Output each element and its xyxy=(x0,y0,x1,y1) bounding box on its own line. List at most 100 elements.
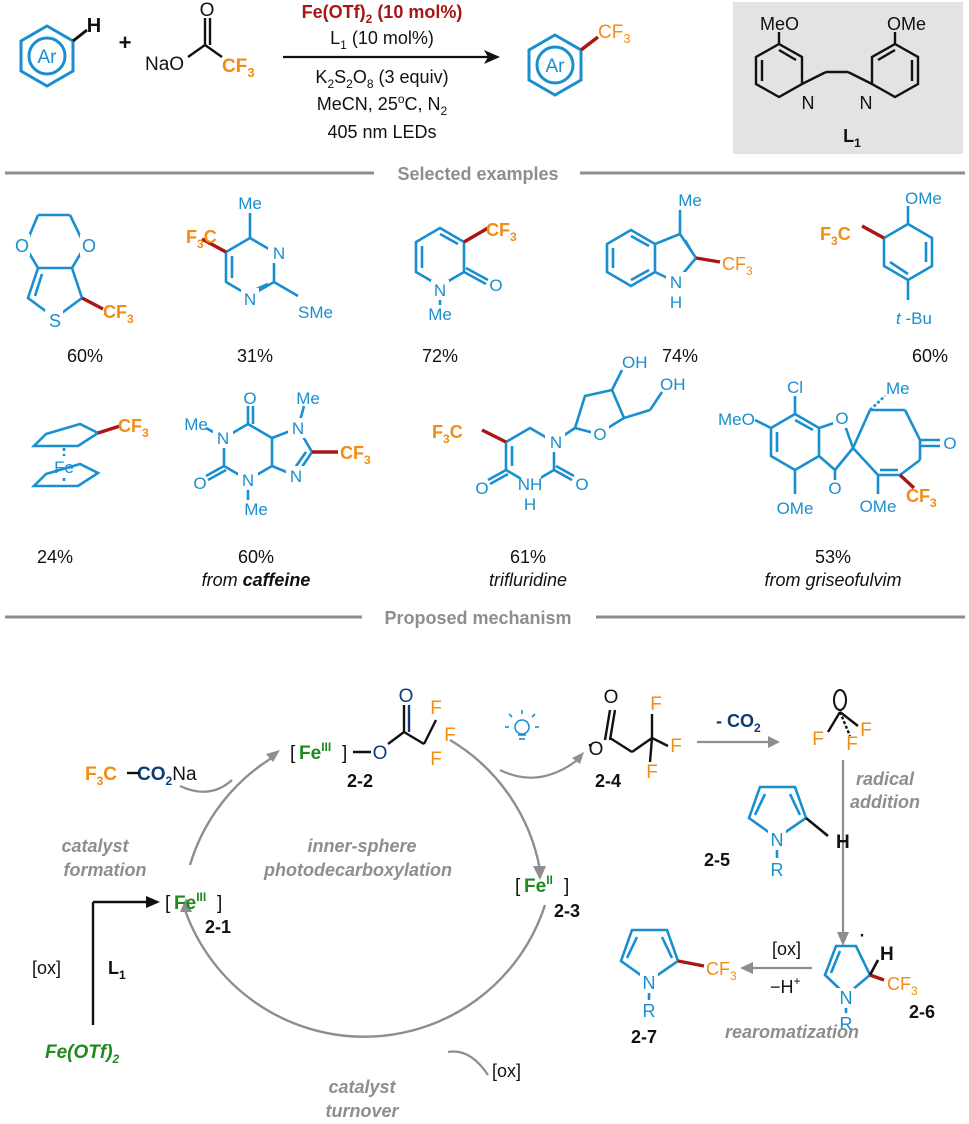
example-3-me: Me xyxy=(428,305,452,324)
section-examples-divider: Selected examples xyxy=(5,164,965,184)
example-4-me: Me xyxy=(678,191,702,210)
light-bulb-icon xyxy=(505,710,539,740)
fe-iii-2-1: FeIII xyxy=(174,890,206,914)
intermediate-2-6-radical: · xyxy=(858,921,866,948)
pyrrole-2-5-r: R xyxy=(771,860,784,880)
example-3-n: N xyxy=(434,281,446,300)
condition-light: 405 nm LEDs xyxy=(327,122,436,142)
example-7-o-top: O xyxy=(243,389,256,408)
rearomatization-label: rearomatization xyxy=(725,1022,859,1042)
arene-h-label: H xyxy=(87,15,101,37)
condition-solvent: MeCN, 25oC, N2 xyxy=(317,92,448,118)
example-9-cl: Cl xyxy=(787,378,803,397)
example-9-me: Me xyxy=(886,379,910,398)
cf3-radical-f-right: F xyxy=(860,720,872,741)
example-3-yield: 72% xyxy=(422,346,458,366)
example-7-yield: 60% xyxy=(238,547,274,567)
radical-addition-arrowhead xyxy=(837,932,849,946)
section-title-examples: Selected examples xyxy=(397,164,558,184)
example-2-sme: SMe xyxy=(298,303,333,322)
label-2-7: 2-7 xyxy=(631,1027,657,1047)
example-2-me: Me xyxy=(238,194,262,213)
catalyst-formation-arrowhead xyxy=(146,896,160,908)
example-4-cf3: CF3 xyxy=(722,254,753,278)
example-8-note: trifluridine xyxy=(489,570,567,590)
condition-oxidant: K2S2O8 (3 equiv) xyxy=(315,67,448,91)
catalyst-formation-label-2: formation xyxy=(64,860,147,880)
carbonyl-o-2-2: O xyxy=(399,686,414,707)
example-7-note: from caffeine xyxy=(202,570,311,590)
condition-catalyst: Fe(OTf)2 (10 mol%) xyxy=(302,2,463,26)
ligand-n-right: N xyxy=(860,93,873,113)
f-bottom-2-4: F xyxy=(646,762,658,783)
example-8-nh: NH xyxy=(518,475,543,494)
pyrrole-2-5-h: H xyxy=(836,832,850,853)
example-3-o: O xyxy=(489,276,502,295)
reagent-carbonyl-o: O xyxy=(200,0,215,21)
bracket-2-3-close: ] xyxy=(564,876,569,897)
intermediate-2-2: [ FeIII ] O O F F F 2-2 xyxy=(290,686,456,791)
inner-sphere-label-2: photodecarboxylation xyxy=(263,860,452,880)
turnover-ox-arrow xyxy=(447,1050,489,1076)
ligand-ome-right: OMe xyxy=(887,14,926,34)
example-9-ome-right: OMe xyxy=(860,497,897,516)
product-cf3: CF3 xyxy=(598,22,631,46)
example-1-s: S xyxy=(49,311,61,331)
example-8-oh-top: OH xyxy=(622,353,648,372)
example-8-n1: N xyxy=(550,433,562,452)
example-7-me1: Me xyxy=(184,415,208,434)
oxyl-o-2-4: O xyxy=(589,739,604,760)
example-7-n7: N xyxy=(292,419,304,438)
example-7-n9: N xyxy=(290,467,302,486)
example-8-yield: 61% xyxy=(510,547,546,567)
product-2-7-r: R xyxy=(643,1001,656,1021)
example-7-structure xyxy=(205,405,338,500)
bracket-2-1-close: ] xyxy=(217,893,222,914)
photo-arrow xyxy=(499,757,581,779)
carbonyl-o-2-4: O xyxy=(604,687,619,708)
f-top-2-2: F xyxy=(430,698,442,719)
radical-dot-2-4: · xyxy=(586,731,594,758)
carboxylate-o-2-2: O xyxy=(373,743,388,764)
example-5-f3c: F3C xyxy=(820,224,851,248)
product-2-7-cf3: CF3 xyxy=(706,959,737,983)
example-7-n3: N xyxy=(242,471,254,490)
example-4-structure xyxy=(605,210,721,288)
catalyst-turnover-label-2: turnover xyxy=(325,1101,399,1121)
plus-sign: + xyxy=(119,30,132,55)
f-bottom-2-2: F xyxy=(430,749,442,770)
example-3-cf3: CF3 xyxy=(486,220,517,244)
example-5-yield: 60% xyxy=(912,346,948,366)
example-1-o-right: O xyxy=(82,236,96,256)
label-2-3: 2-3 xyxy=(554,901,580,921)
radical-addition-label-1: radical xyxy=(856,769,915,789)
turnover-ox-label: [ox] xyxy=(492,1061,521,1081)
rearomatization-h-label: −H+ xyxy=(770,974,801,997)
example-7-o-bottom: O xyxy=(193,474,206,493)
reagent-cf3: CF3 xyxy=(222,56,255,80)
f-top-2-4: F xyxy=(650,694,662,715)
example-7-cf3: CF3 xyxy=(340,443,371,467)
example-2-yield: 31% xyxy=(237,346,273,366)
example-9-yield: 53% xyxy=(815,547,851,567)
example-4-yield: 74% xyxy=(662,346,698,366)
cycle-arrowhead-left xyxy=(180,898,192,912)
intermediate-2-6-n: N xyxy=(840,988,853,1008)
example-9-ring-o: O xyxy=(835,409,848,428)
product-2-7-n: N xyxy=(643,973,656,993)
example-5-tbu: t -Bu xyxy=(896,309,932,328)
example-2-n-bottom: N xyxy=(244,290,256,309)
example-8-structure xyxy=(481,369,664,486)
example-5-structure xyxy=(861,206,934,300)
example-1-yield: 60% xyxy=(67,346,103,366)
bracket-2-2-open: [ xyxy=(290,743,296,764)
photo-arrowhead xyxy=(572,752,584,764)
example-9-meo: MeO xyxy=(718,410,755,429)
cycle-arrowhead-right xyxy=(533,866,546,880)
example-7-n1: N xyxy=(217,429,229,448)
example-3-structure xyxy=(414,226,489,305)
example-9-ketone-o: O xyxy=(943,434,956,453)
example-9-structure xyxy=(754,395,940,494)
example-8-oh-right: OH xyxy=(660,375,686,394)
example-6-structure xyxy=(30,422,121,488)
